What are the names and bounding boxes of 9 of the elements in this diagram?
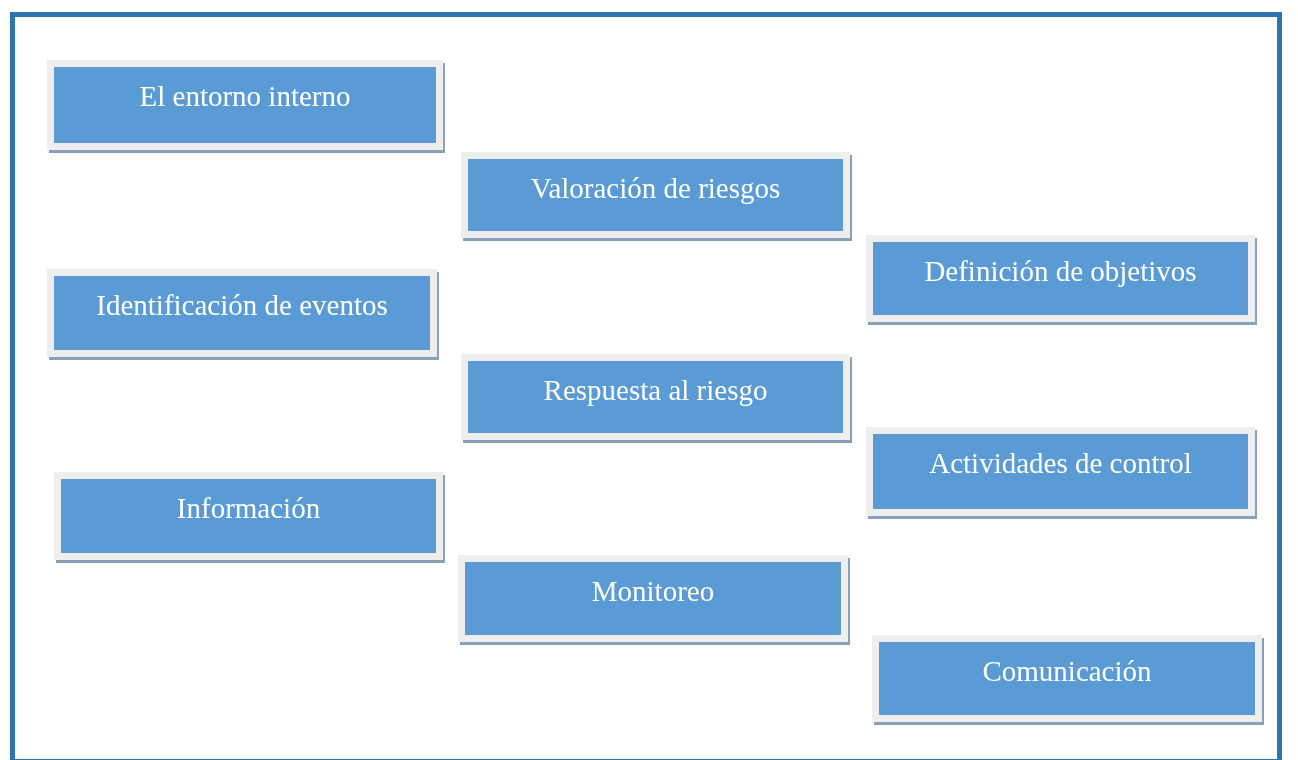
process-box: Información bbox=[54, 472, 443, 560]
process-box: Definición de objetivos bbox=[866, 235, 1255, 322]
process-box: Monitoreo bbox=[458, 555, 848, 642]
process-box: Comunicación bbox=[872, 635, 1262, 722]
process-box: El entorno interno bbox=[47, 60, 443, 150]
process-box: Actividades de control bbox=[866, 427, 1255, 516]
process-box: Valoración de riesgos bbox=[461, 152, 850, 238]
process-box: Respuesta al riesgo bbox=[461, 354, 850, 440]
process-box: Identificación de eventos bbox=[47, 269, 437, 357]
